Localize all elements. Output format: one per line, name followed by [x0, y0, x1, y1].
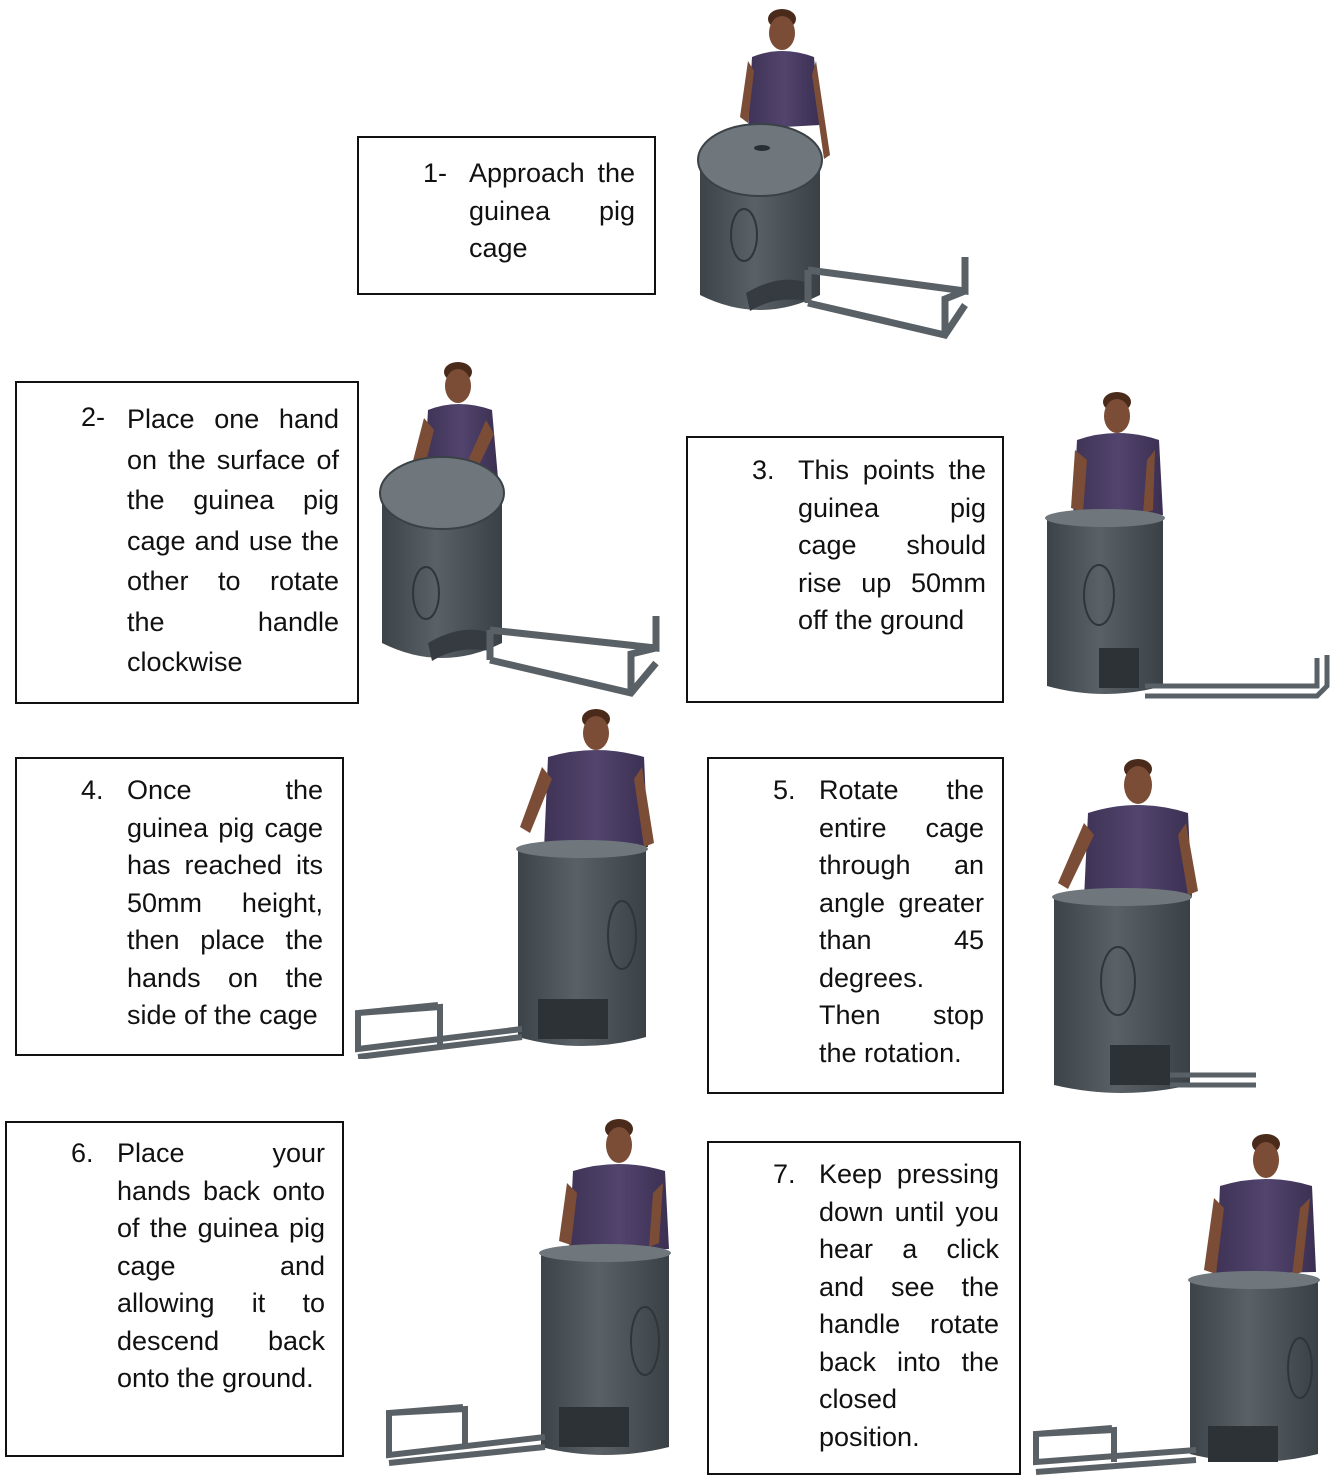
illustration-step-3 [1035, 390, 1330, 705]
step-3-number: 3. [752, 452, 775, 490]
step-7-text: Keep pressing down until you hear a clic… [819, 1156, 999, 1456]
step-3-text: This points the guinea pig cage should r… [798, 452, 986, 640]
step-1-box: 1- Approach the guinea pig cage [357, 136, 656, 295]
step-4-number: 4. [81, 772, 104, 810]
step-5-box: 5. Rotate the entire cage through an ang… [707, 757, 1004, 1094]
step-7-number: 7. [773, 1156, 796, 1194]
step-1-text: Approach the guinea pig cage [469, 155, 635, 268]
step-5-number: 5. [773, 772, 796, 810]
step-6-text: Place your hands back onto of the guinea… [117, 1135, 325, 1398]
step-5-text: Rotate the entire cage through an angle … [819, 772, 984, 1072]
illustration-step-2 [376, 358, 666, 703]
step-4-box: 4. Once the guinea pig cage has reached … [15, 757, 344, 1056]
step-7-box: 7. Keep pressing down until you hear a c… [707, 1141, 1021, 1475]
illustration-step-6 [383, 1117, 675, 1467]
illustration-step-7 [1030, 1132, 1328, 1475]
step-2-text: Place one hand on the surface of the gui… [127, 399, 339, 683]
illustration-step-1 [690, 5, 980, 345]
step-4-text: Once the guinea pig cage has reached its… [127, 772, 323, 1035]
step-3-box: 3. This points the guinea pig cage shoul… [686, 436, 1004, 703]
step-6-number: 6. [71, 1135, 94, 1173]
step-6-box: 6. Place your hands back onto of the gui… [5, 1121, 344, 1457]
illustration-step-4 [352, 707, 662, 1059]
illustration-step-5 [1048, 757, 1260, 1097]
step-2-number: 2- [81, 399, 105, 437]
step-2-box: 2- Place one hand on the surface of the … [15, 381, 359, 704]
step-1-number: 1- [423, 155, 447, 193]
